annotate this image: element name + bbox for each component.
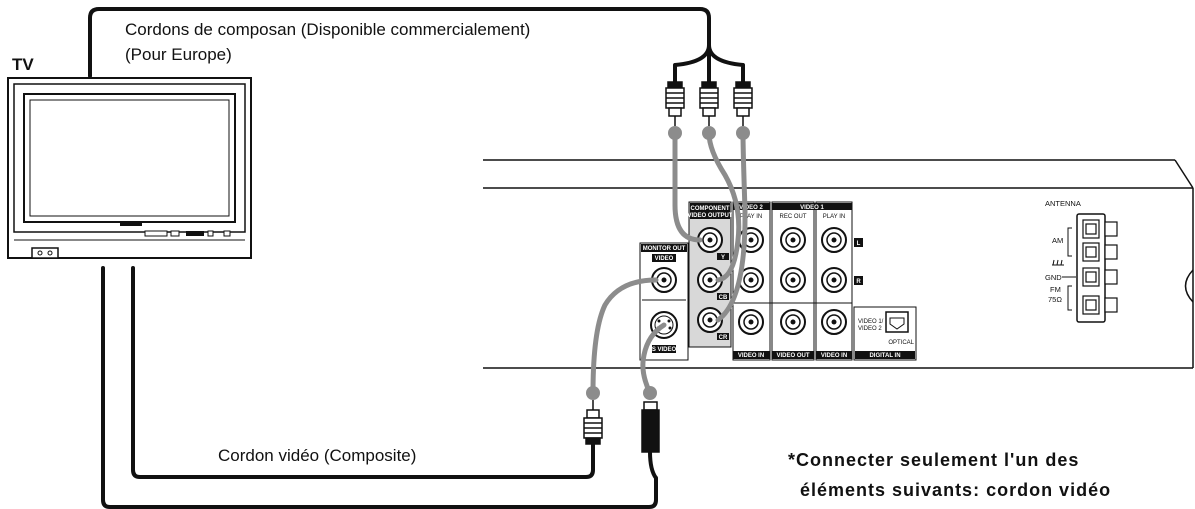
video12-line2-label: VIDEO 2 bbox=[858, 326, 882, 332]
note-line-1: *Connecter seulement l'un des bbox=[788, 450, 1079, 470]
component-plug-3 bbox=[733, 81, 753, 126]
video-in-label: VIDEO IN bbox=[738, 353, 764, 359]
video-label: VIDEO bbox=[655, 256, 674, 262]
composite-video-cable bbox=[131, 266, 659, 479]
play-in-2-label: PLAY IN bbox=[740, 214, 762, 220]
ohm-label: 75Ω bbox=[1048, 295, 1062, 304]
video-in-2-label: VIDEO IN bbox=[821, 353, 847, 359]
component-cable bbox=[88, 7, 745, 84]
pour-europe-caption: (Pour Europe) bbox=[125, 45, 232, 64]
rec-out-label: REC OUT bbox=[780, 214, 807, 220]
component-gray-cables bbox=[672, 130, 748, 323]
cr-label: CR bbox=[719, 335, 728, 341]
video2-label: VIDEO 2 bbox=[739, 205, 763, 211]
component-cable-ends bbox=[668, 126, 750, 140]
video-cord-caption: Cordon vidéo (Composite) bbox=[218, 446, 416, 465]
fm-label: FM bbox=[1050, 285, 1061, 294]
digital-in-label: DIGITAL IN bbox=[869, 353, 900, 359]
tv-label: TV bbox=[12, 55, 34, 74]
am-label: AM bbox=[1052, 236, 1063, 245]
gnd-label: GND bbox=[1045, 273, 1062, 282]
receiver-rear-panel: MONITOR OUT VIDEO S VIDEO COMPONENT VIDE… bbox=[483, 159, 1194, 369]
s-video-cable bbox=[101, 266, 667, 509]
component-label: COMPONENT bbox=[691, 206, 730, 212]
antenna-label: ANTENNA bbox=[1045, 199, 1081, 208]
cb-label: CB bbox=[719, 295, 728, 301]
video-out-label: VIDEO OUT bbox=[776, 353, 809, 359]
y-label: Y bbox=[721, 255, 725, 261]
component-plug-1 bbox=[665, 81, 685, 126]
play-in-1-label: PLAY IN bbox=[823, 214, 845, 220]
video12-line1-label: VIDEO 1/ bbox=[858, 319, 884, 325]
video-output-label: VIDEO OUTPUT bbox=[687, 213, 732, 219]
monitor-out-label: MONITOR OUT bbox=[643, 246, 686, 252]
tv-set bbox=[7, 77, 252, 259]
antenna-terminals: ANTENNA AM GND FM 75Ω bbox=[1045, 199, 1118, 323]
left-channel-label: L bbox=[857, 241, 861, 247]
right-channel-label: R bbox=[856, 279, 861, 285]
component-cords-caption: Cordons de composan (Disponible commerci… bbox=[125, 20, 530, 39]
s-video-label: S VIDEO bbox=[652, 347, 677, 353]
note-line-2: éléments suivants: cordon vidéo bbox=[800, 480, 1111, 500]
video1-label: VIDEO 1 bbox=[800, 205, 824, 211]
component-plug-2 bbox=[699, 81, 719, 126]
component-plugs bbox=[665, 81, 753, 126]
optical-label: OPTICAL bbox=[888, 340, 914, 346]
